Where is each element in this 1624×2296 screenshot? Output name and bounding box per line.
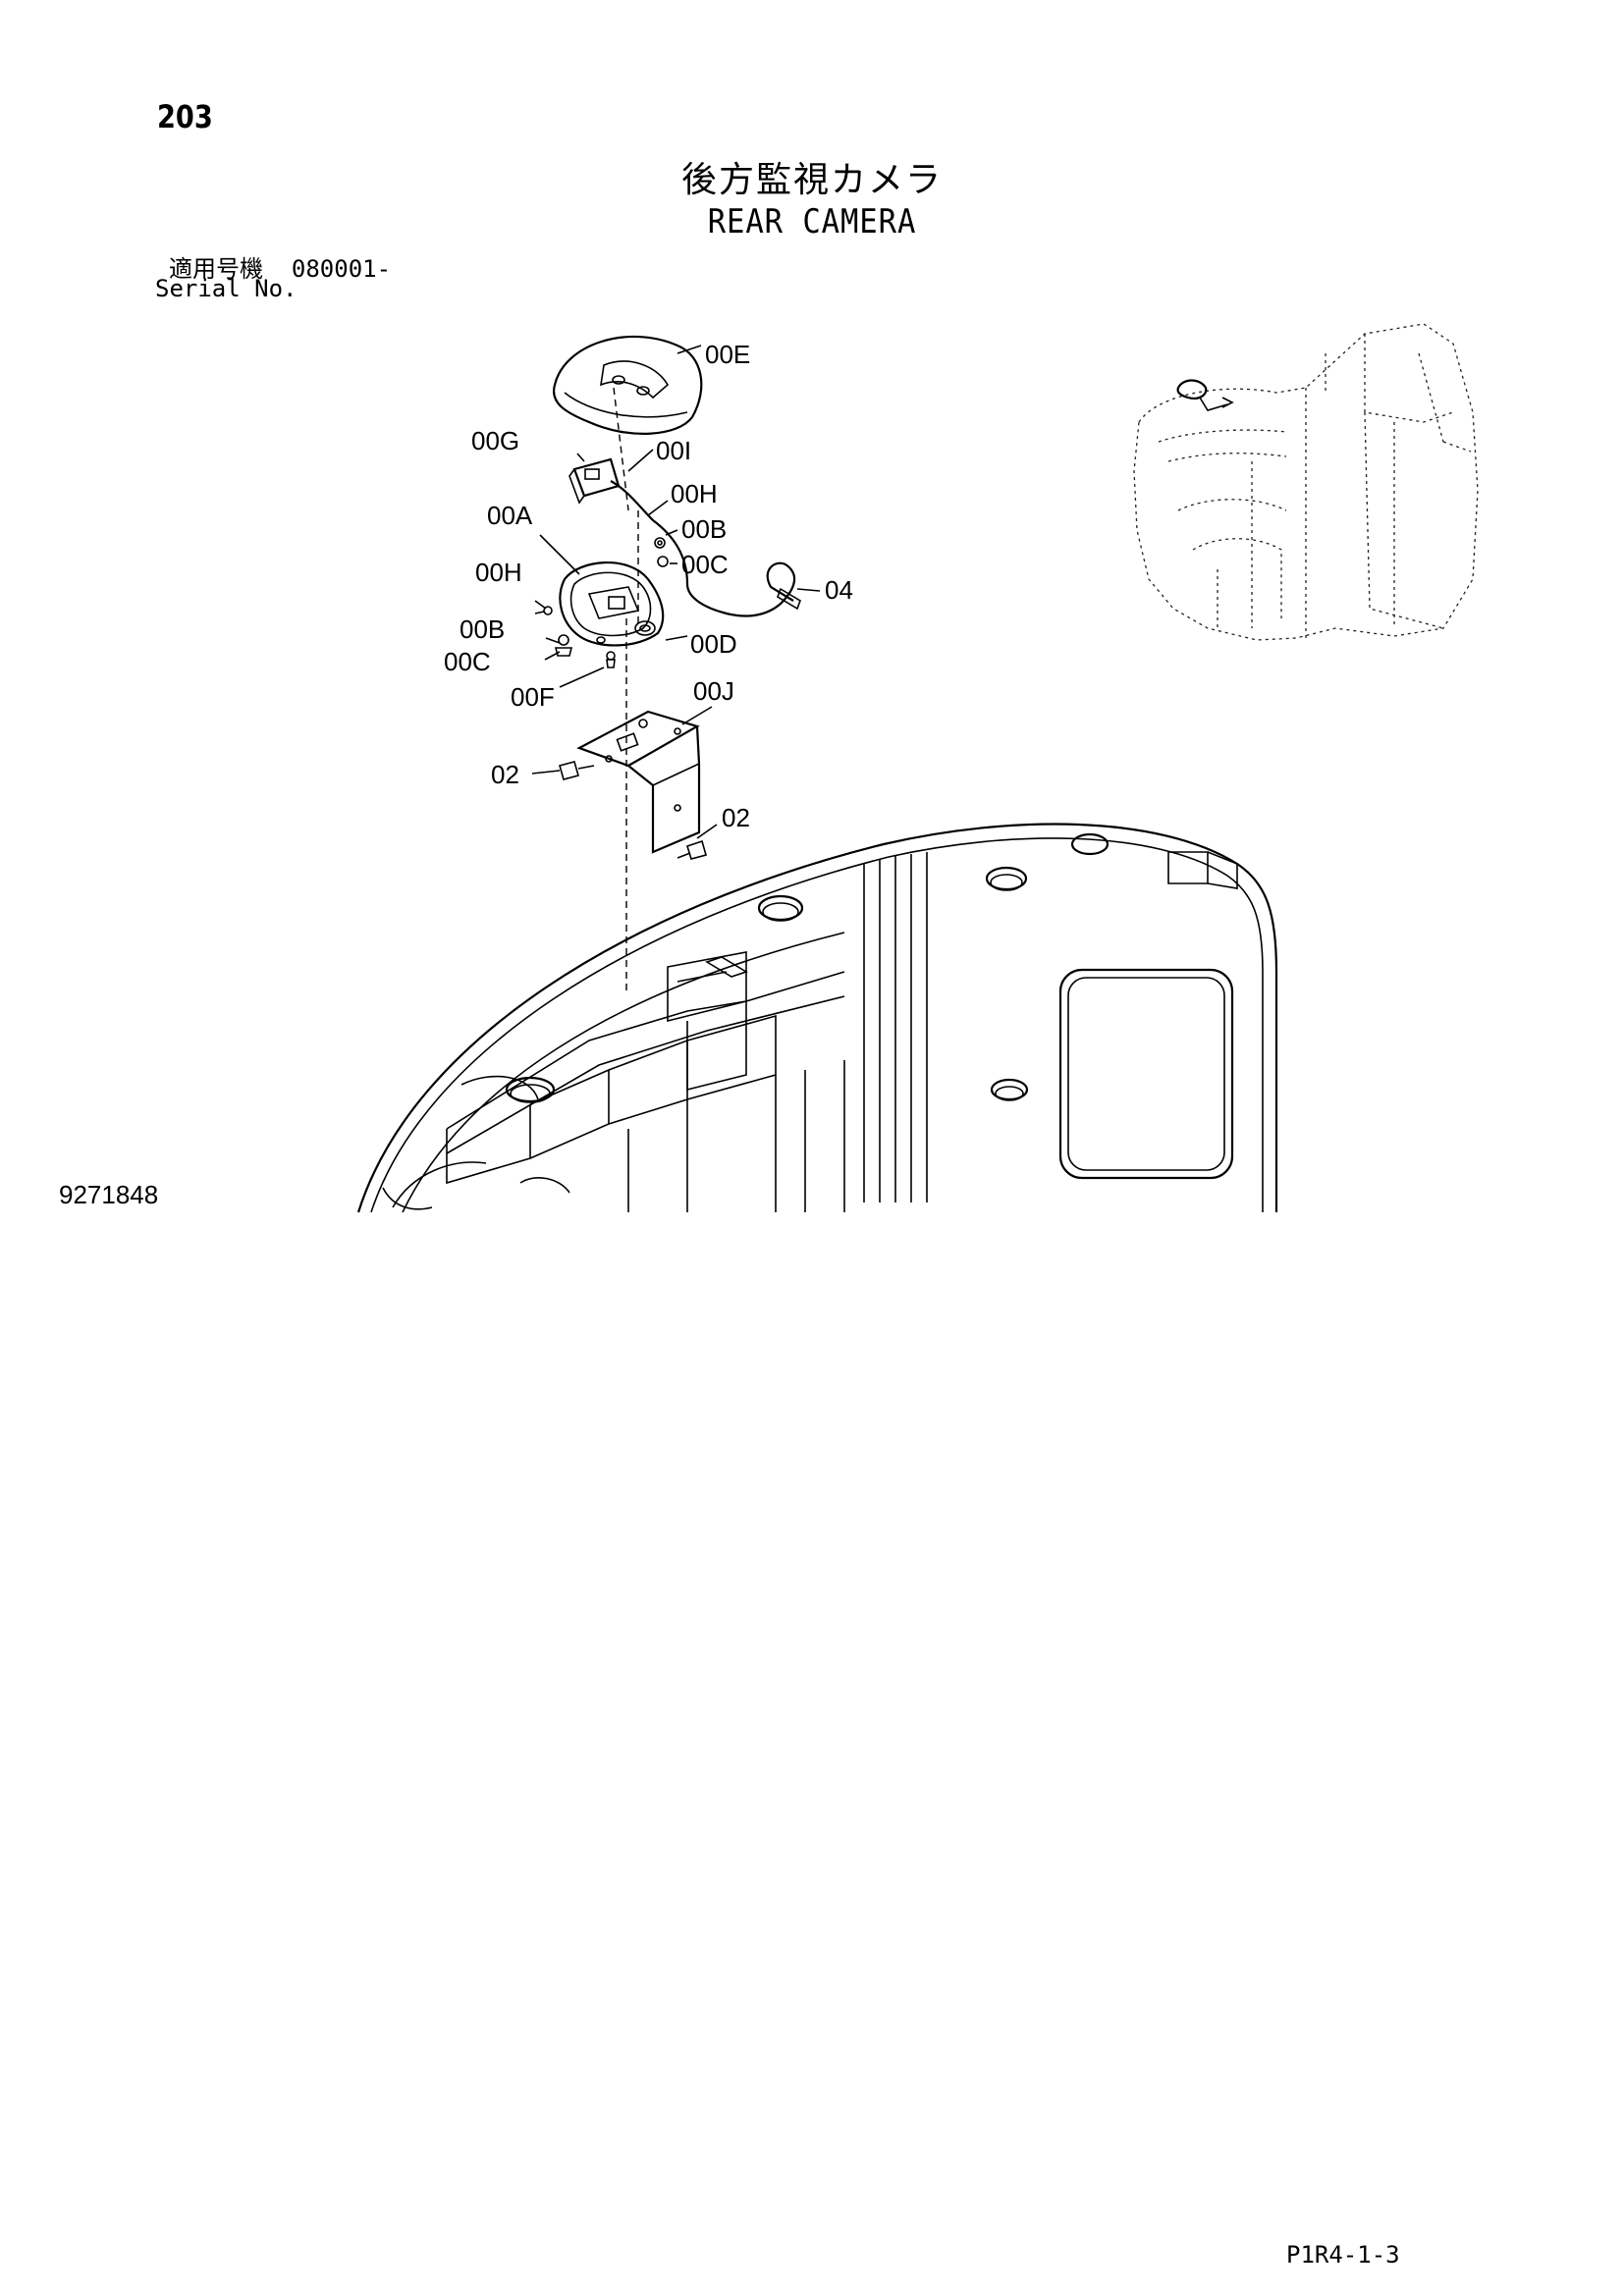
machine-body-drawing xyxy=(356,823,1278,1213)
callout-00A: 00A xyxy=(487,501,533,530)
page-title-english: REAR CAMERA xyxy=(707,202,917,241)
serial-label-japanese: 適用号機 080001- xyxy=(169,249,391,284)
callout-00D: 00D xyxy=(690,629,737,659)
callout-00C-left: 00C xyxy=(444,647,491,676)
callout-00B-left: 00B xyxy=(460,614,505,644)
callout-02-right: 02 xyxy=(722,803,750,832)
serial-label-ja-text: 適用号機 xyxy=(169,255,263,283)
camera-base-part xyxy=(559,561,665,647)
callout-00B-top: 00B xyxy=(681,514,727,544)
serial-label-english: Serial No. xyxy=(155,275,298,302)
leader-lines xyxy=(531,345,821,839)
page-reference: P1R4-1-3 xyxy=(1286,2241,1400,2269)
callout-04: 04 xyxy=(825,575,853,605)
callout-00F: 00F xyxy=(511,682,555,712)
mounting-bracket-part xyxy=(576,710,701,854)
machine-overview-inset xyxy=(1133,323,1479,641)
callout-00J: 00J xyxy=(693,676,734,706)
page-number: 203 xyxy=(157,98,213,135)
callout-00G: 00G xyxy=(471,426,519,455)
camera-cable-part xyxy=(610,480,801,617)
callout-02-left: 02 xyxy=(491,760,519,789)
drawing-number: 9271848 xyxy=(59,1180,159,1209)
page-title-japanese: 後方監視カメラ xyxy=(680,160,943,200)
screws-parts xyxy=(534,537,707,860)
callout-labels: 00E 00G 00I 00H 00A 00B 00C 04 00H 00B 0… xyxy=(444,340,853,832)
callout-00H-left: 00H xyxy=(475,558,522,587)
callout-00H-top: 00H xyxy=(671,479,718,508)
callout-00I: 00I xyxy=(656,436,691,465)
camera-cover-part xyxy=(552,335,703,436)
callout-00E: 00E xyxy=(705,340,750,369)
serial-value: 080001- xyxy=(291,255,392,283)
callout-00C-top: 00C xyxy=(681,550,729,579)
